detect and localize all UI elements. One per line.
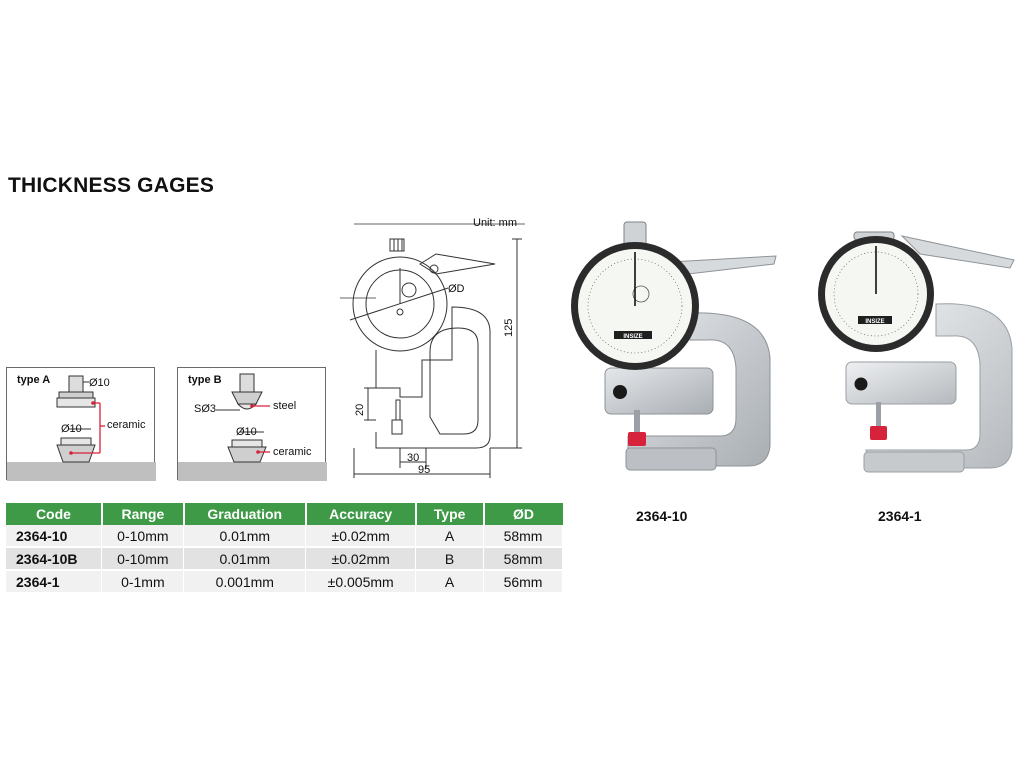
type-a-heading: type A [17,374,51,386]
table-row: 2364-10B 0-10mm 0.01mm ±0.02mm B 58mm [6,547,563,571]
col-header-type: Type [415,503,485,525]
cell-code: 2364-10B [6,547,103,571]
type-b-panel: type B SØ3 steel Ø10 ceramic [177,367,327,481]
cell-graduation: 0.001mm [183,570,307,592]
cell-code: 2364-10 [6,525,103,548]
table-row: 2364-1 0-1mm 0.001mm ±0.005mm A 56mm [6,570,563,592]
product-2364-1-caption: 2364-1 [878,508,922,524]
page-title: THICKNESS GAGES [8,174,215,197]
col-header-accuracy: Accuracy [305,503,417,525]
gage-2364-1-illustration: INSIZE [818,231,1015,473]
type-b-material-bottom: ceramic [273,446,312,458]
type-b-material-top: steel [273,400,297,412]
product-2364-10-caption: 2364-10 [636,508,688,524]
table-row: 2364-10 0-10mm 0.01mm ±0.02mm A 58mm [6,525,563,548]
cell-accuracy: ±0.02mm [305,547,417,571]
gap-dimension: 20 [354,403,366,416]
type-b-diagram [178,373,327,481]
type-b-heading: type B [188,374,222,386]
width-dimension: 95 [418,464,431,476]
cell-code: 2364-1 [6,570,103,592]
col-header-range: Range [101,503,185,525]
table-header-row: Code Range Graduation Accuracy Type ØD [6,503,563,525]
specification-table: Code Range Graduation Accuracy Type ØD 2… [6,503,563,592]
product-2364-10-image: INSIZE [570,218,780,480]
dial-diameter-label: ØD [448,283,465,295]
dial-brand-label: INSIZE [865,319,884,325]
type-a-panel: type A Ø10 Ø10 ceramic [6,367,156,481]
cell-graduation: 0.01mm [183,547,307,571]
height-dimension: 125 [503,318,515,337]
depth-dimension: 30 [407,452,420,464]
type-a-dia-top: Ø10 [89,377,110,389]
product-2364-1-image: INSIZE [818,224,1020,480]
unit-label: Unit: mm [473,217,517,229]
type-b-dia-bottom: Ø10 [236,426,257,438]
cell-graduation: 0.01mm [183,525,307,548]
dial-brand-label: INSIZE [623,334,642,340]
type-a-material: ceramic [107,419,146,431]
col-header-diameter: ØD [483,503,563,525]
col-header-code: Code [6,503,103,525]
cell-range: 0-1mm [101,570,185,592]
type-a-dia-bottom: Ø10 [61,423,82,435]
cell-diameter: 58mm [483,547,563,571]
technical-drawing: Unit: mm ØD 125 20 30 95 [340,212,540,484]
type-a-diagram [7,375,156,481]
cell-range: 0-10mm [101,525,185,548]
cell-diameter: 58mm [483,525,563,548]
cell-diameter: 56mm [483,570,563,592]
gage-outline-drawing [340,223,525,478]
cell-type: A [415,570,485,592]
col-header-graduation: Graduation [183,503,307,525]
cell-accuracy: ±0.02mm [305,525,417,548]
cell-type: A [415,525,485,548]
cell-range: 0-10mm [101,547,185,571]
cell-accuracy: ±0.005mm [305,570,417,592]
type-b-sphere: SØ3 [194,403,217,415]
cell-type: B [415,547,485,571]
gage-2364-10-illustration: INSIZE [571,221,777,471]
